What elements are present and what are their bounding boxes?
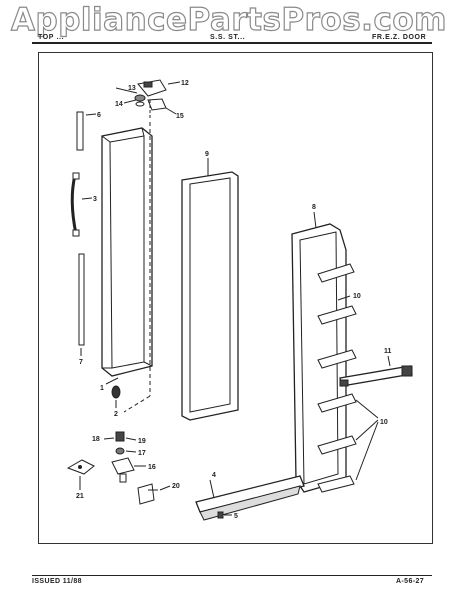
site-watermark: AppliancePartsPros.com [10,1,447,38]
door-handle [70,172,93,237]
bottom-hinge-assembly [66,431,146,490]
header-model-left: TOP ... [38,34,65,41]
diagram-frame [38,52,433,544]
header-section-title: FR.E.Z. DOOR [372,34,427,41]
callout-10-upper: 10 [353,293,361,300]
door-trim-strip-top [76,111,97,151]
callout-5: 5 [234,513,238,520]
inner-door-liner [291,211,347,493]
shelf-retainer-bar [339,355,413,387]
trim-screw [217,511,232,519]
callout-16: 16 [148,464,156,471]
callout-3: 3 [93,196,97,203]
callout-6: 6 [97,112,101,119]
issued-date: ISSUED 11/88 [32,578,82,585]
callout-18: 18 [92,436,100,443]
door-bushing [111,385,121,408]
callout-21: 21 [76,493,84,500]
callout-11: 11 [384,348,392,355]
page-code: A-56-27 [396,578,425,585]
callout-7: 7 [79,359,83,366]
bottom-door-trim [195,475,305,521]
callout-2: 2 [114,411,118,418]
door-shelves [317,263,379,493]
callout-19: 19 [138,438,146,445]
hinge-bracket [137,483,171,505]
callout-4: 4 [212,472,216,479]
header-model-middle: S.S. ST... [210,34,246,41]
door-gasket [181,158,239,421]
footer-rule [32,575,432,576]
callout-1: 1 [100,385,104,392]
callout-20: 20 [172,483,180,490]
callout-15: 15 [176,113,184,120]
callout-13: 13 [128,85,136,92]
callout-8: 8 [312,204,316,211]
callout-17: 17 [138,450,146,457]
callout-14: 14 [115,101,123,108]
callout-9: 9 [205,151,209,158]
callout-10-lower: 10 [380,419,388,426]
freezer-door-panel [101,127,153,385]
door-trim-strip-bottom [78,253,85,356]
header-rule [32,42,432,44]
top-hinge-assembly [115,79,181,120]
callout-12: 12 [181,80,189,87]
